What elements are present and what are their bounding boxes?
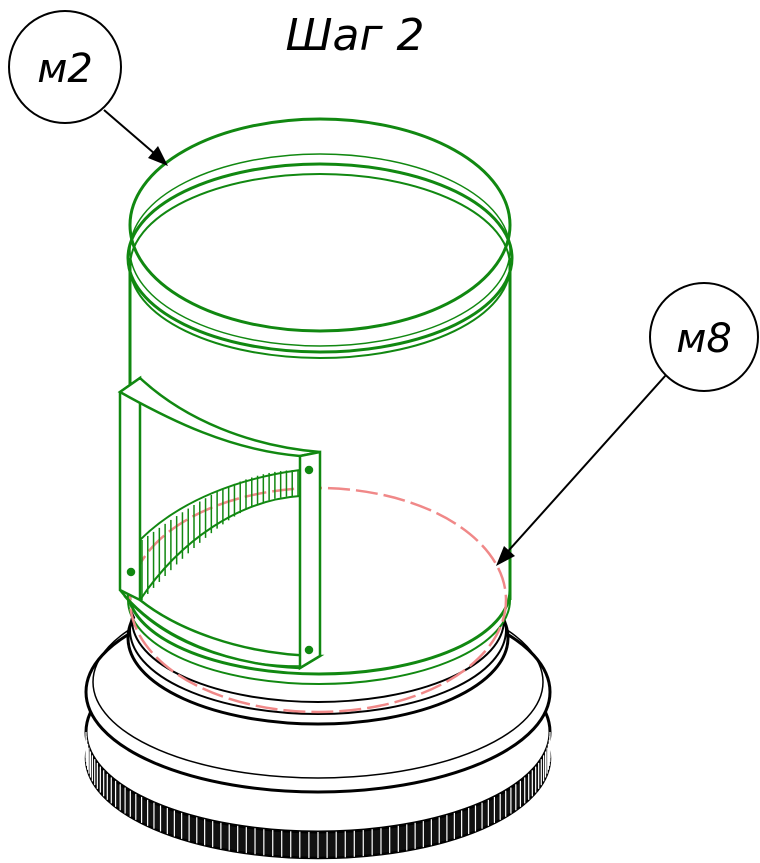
step-title: Шаг 2 [285,10,424,61]
callout-m2: м2 [8,10,168,166]
top-rim-outer [128,117,512,333]
arrowhead-m8 [496,546,515,566]
leader-line-m2 [103,109,163,161]
hatch-door [117,375,325,671]
arrowhead-m2 [148,146,168,166]
top-rim-inner [126,162,514,354]
callout-m8: м8 [496,282,759,566]
callout-m2-label: м2 [37,46,93,92]
leader-line-m8 [501,374,667,559]
callout-m8-label: м8 [676,316,732,362]
